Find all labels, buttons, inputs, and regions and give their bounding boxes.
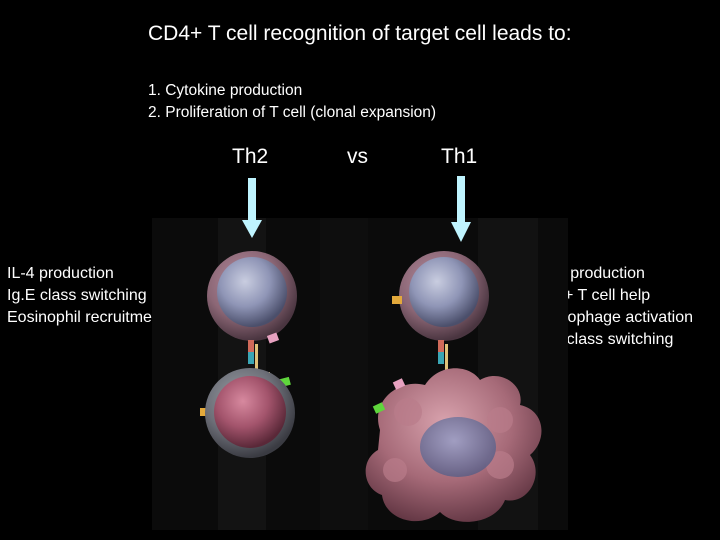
- outcome-item: 1. Cytokine production: [148, 82, 303, 99]
- slide-title: CD4+ T cell recognition of target cell l…: [148, 22, 572, 45]
- th2-effect: Eosinophil recruitment: [7, 309, 166, 326]
- th2-effects-list: IL-4 production Ig.E class switching Eos…: [7, 263, 165, 329]
- receptor-pink-icon: [392, 378, 406, 390]
- receptor-yellow-icon: [392, 296, 402, 304]
- th1-arrow: [451, 176, 471, 242]
- th2-heading: Th2: [232, 145, 269, 168]
- receptor-green-icon: [372, 402, 386, 414]
- receptor-yellow-icon: [200, 408, 210, 416]
- th2-t-cell: [207, 251, 297, 341]
- vs-label: vs: [347, 145, 368, 168]
- th2-effect: IL-4 production: [7, 265, 114, 282]
- th1-heading: Th1: [441, 145, 478, 168]
- th2-effect: Ig.E class switching: [7, 287, 147, 304]
- outcome-item: 2. Proliferation of T cell (clonal expan…: [148, 104, 437, 121]
- th2-arrow: [242, 178, 262, 238]
- th1-effect: Macrophage activation: [532, 309, 693, 326]
- th1-tcr-mhc: [438, 340, 448, 372]
- b-cell: [205, 368, 295, 458]
- receptor-pink-icon: [266, 332, 280, 344]
- backdrop-stripe: [320, 218, 368, 530]
- outcome-list: 1. Cytokine production 2. Proliferation …: [148, 80, 436, 124]
- th1-t-cell: [399, 251, 489, 341]
- macrophage: [365, 368, 542, 522]
